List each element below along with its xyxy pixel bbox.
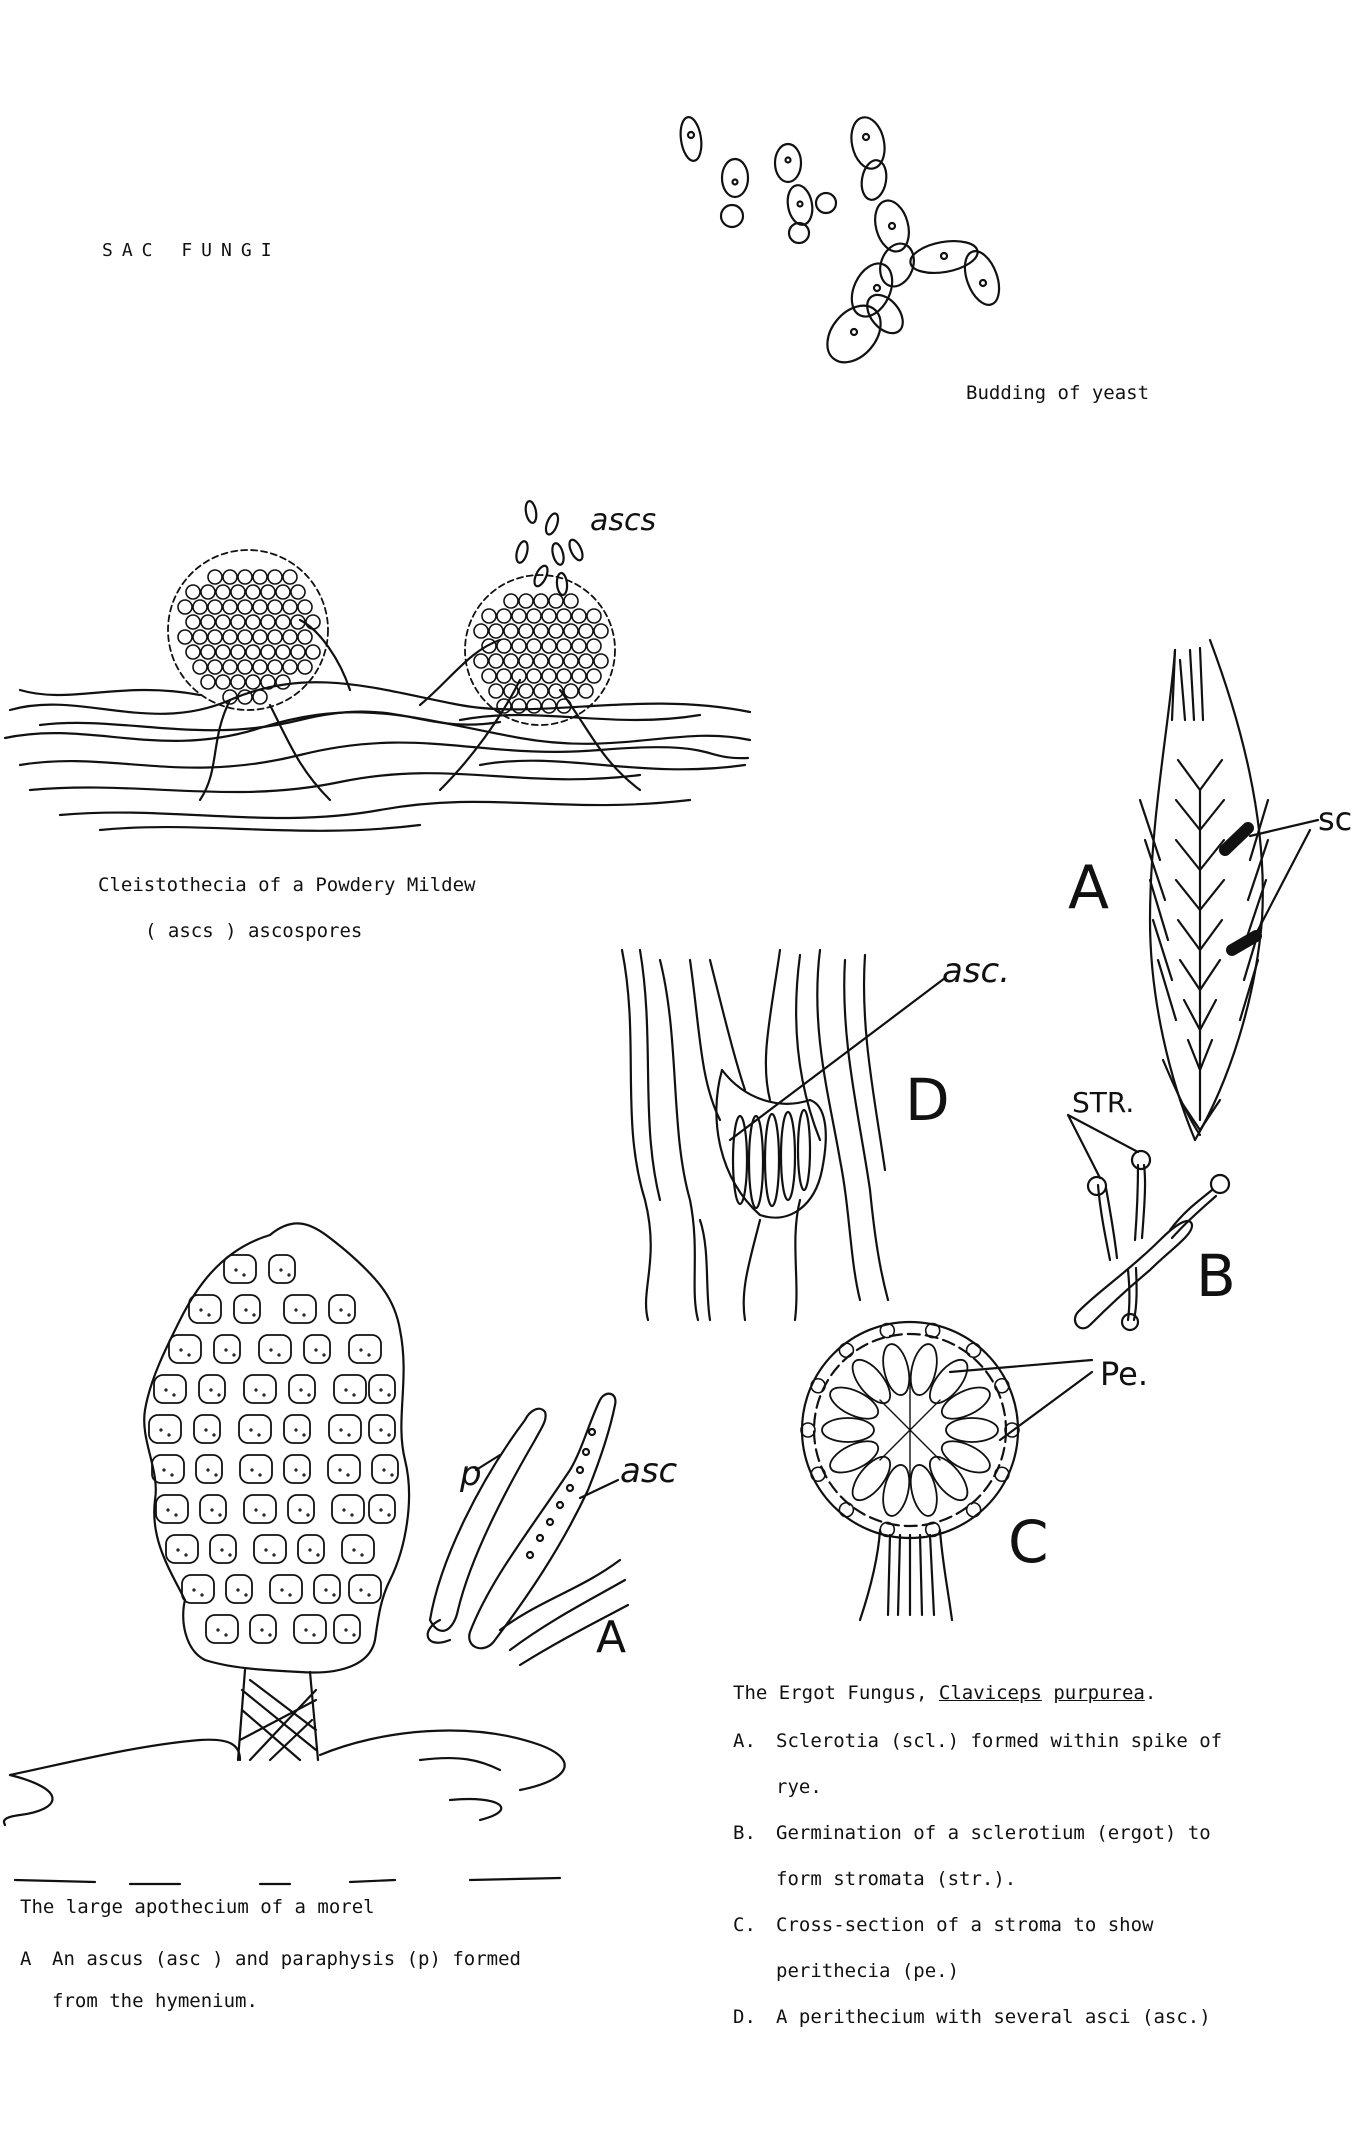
mildew-caption-line1: Cleistothecia of a Powdery Mildew	[98, 874, 476, 896]
morel-drawing	[2, 1222, 630, 1886]
ergot-caption-title: The Ergot Fungus, Claviceps purpurea.	[733, 1682, 1156, 1704]
label-ergot-str: STR.	[1072, 1086, 1134, 1119]
yeast-caption: Budding of yeast	[966, 382, 1150, 404]
label-ergot-sc: sc	[1318, 800, 1352, 838]
label-morel-p: p	[459, 1454, 482, 1494]
ergot-caption-genus: Claviceps	[938, 1682, 1042, 1704]
morel-caption-item-line2: from the hymenium.	[52, 1990, 258, 2012]
label-morel-a: A	[596, 1612, 626, 1663]
label-ergot-b: B	[1196, 1242, 1236, 1310]
mildew-drawing	[3, 500, 752, 832]
morel-cap-pits	[148, 1254, 399, 1644]
morel-caption-item-letter: A	[20, 1948, 32, 1970]
label-ergot-c: C	[1008, 1508, 1049, 1576]
ergot-caption-suffix: .	[1144, 1682, 1157, 1704]
stroma-cross-section-drawing	[800, 1320, 1094, 1622]
ergot-item-c-line2: perithecia (pe.)	[776, 1960, 960, 1982]
label-morel-asc: asc	[620, 1451, 678, 1491]
ergot-item-a-line1: Sclerotia (scl.) formed within spike of	[776, 1730, 1223, 1752]
ergot-item-b-letter: B.	[733, 1822, 756, 1844]
label-ergot-asc: asc.	[942, 951, 1010, 991]
label-ergot-a: A	[1068, 853, 1109, 923]
ergot-caption-species: purpurea	[1053, 1682, 1145, 1704]
ergot-item-c-letter: C.	[733, 1914, 756, 1936]
label-ergot-d: D	[905, 1066, 950, 1134]
ergot-item-b-line2: form stromata (str.).	[776, 1868, 1017, 1890]
perithecium-drawing	[620, 948, 947, 1322]
ergot-caption-prefix: The Ergot Fungus,	[733, 1682, 939, 1704]
yeast-cells-drawing	[679, 116, 1001, 364]
ergot-item-a-line2: rye.	[776, 1776, 822, 1798]
ergot-item-b-line1: Germination of a sclerotium (ergot) to	[776, 1822, 1211, 1844]
morel-caption-item-line1: An ascus (asc ) and paraphysis (p) forme…	[52, 1948, 521, 1970]
mildew-cleistothecium-cells	[177, 569, 609, 714]
ergot-item-a-letter: A.	[733, 1730, 756, 1752]
rye-spike-drawing	[1138, 638, 1320, 1142]
page-title: SAC FUNGI	[102, 240, 281, 261]
ergot-item-d-line1: A perithecium with several asci (asc.)	[776, 2006, 1211, 2028]
mildew-caption-line2: ( ascs ) ascospores	[145, 920, 363, 942]
ergot-item-c-line1: Cross-section of a stroma to show	[776, 1914, 1154, 1936]
morel-caption-line1: The large apothecium of a morel	[20, 1896, 375, 1918]
label-ergot-pe: Pe.	[1100, 1355, 1148, 1393]
stromata-drawing	[1066, 1113, 1231, 1332]
label-mildew-ascs: ascs	[590, 503, 656, 538]
ergot-item-d-letter: D.	[733, 2006, 756, 2028]
